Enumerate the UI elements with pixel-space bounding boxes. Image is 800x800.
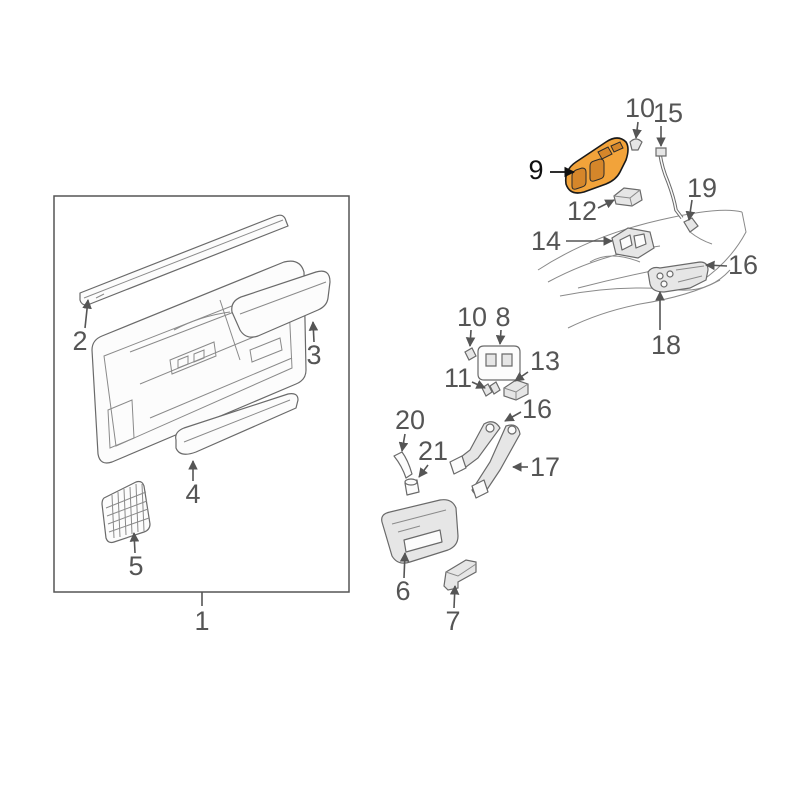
- callout-21: 21: [418, 436, 448, 478]
- callout-8: 8: [495, 302, 511, 345]
- callout-9-highlighted: 9: [528, 155, 576, 185]
- part-lever-assembly: [647, 261, 709, 293]
- callout-label: 4: [185, 479, 200, 509]
- callout-4: 4: [185, 460, 201, 509]
- part-clip: [464, 347, 477, 361]
- callout-1: 1: [194, 592, 210, 636]
- leader-line: [129, 532, 140, 554]
- callout-20: 20: [395, 405, 425, 452]
- callout-label: 16: [522, 394, 552, 424]
- part-switch-panel: [477, 345, 521, 381]
- callout-5: 5: [128, 532, 144, 581]
- leader-line: [597, 199, 615, 209]
- part-clip-top: [629, 138, 643, 151]
- callout-18: 18: [651, 291, 681, 360]
- callout-label: 2: [72, 326, 87, 356]
- leader-line: [685, 199, 696, 221]
- callout-16-middle: 16: [504, 394, 552, 424]
- callout-label: 16: [728, 250, 758, 280]
- callout-label: 5: [128, 551, 143, 581]
- callout-label: 21: [418, 436, 448, 466]
- part-small-cover: [613, 187, 643, 207]
- leader-line: [514, 371, 529, 382]
- part-hose: [393, 451, 413, 479]
- part-speaker-grille: [101, 480, 151, 544]
- part-small-switches: [481, 381, 501, 397]
- callout-label: 3: [306, 340, 321, 370]
- callout-label: 1: [194, 606, 209, 636]
- leader-line: [471, 380, 486, 389]
- callout-label: 20: [395, 405, 425, 435]
- callout-14: 14: [531, 226, 613, 256]
- callout-10-top: 10: [625, 93, 655, 139]
- callout-label: 15: [653, 98, 683, 128]
- part-connector: [683, 217, 713, 245]
- leader-line: [308, 321, 319, 343]
- callout-label: 9: [528, 155, 543, 185]
- leader-line: [82, 299, 92, 329]
- leader-line: [495, 329, 506, 345]
- callout-6: 6: [395, 552, 411, 606]
- callout-15: 15: [653, 98, 683, 147]
- callout-label: 11: [444, 363, 472, 393]
- leader-line: [705, 260, 728, 271]
- callout-label: 7: [445, 606, 460, 636]
- leader-line: [418, 464, 429, 478]
- part-cable: [655, 147, 684, 220]
- part-window-switch-highlighted: [564, 137, 629, 194]
- leader-line: [465, 329, 476, 347]
- door-interior-outline: [537, 209, 747, 329]
- callout-label: 10: [457, 302, 487, 332]
- callout-label: 13: [530, 346, 560, 376]
- part-lever-left: [449, 421, 501, 475]
- leader-line: [504, 411, 522, 422]
- callout-label: 12: [567, 196, 597, 226]
- callout-16-right: 16: [705, 250, 758, 280]
- part-weatherstrip: [79, 214, 289, 306]
- callout-label: 19: [687, 173, 717, 203]
- part-pull-handle: [175, 393, 299, 455]
- callout-12: 12: [567, 196, 615, 226]
- callout-11: 11: [444, 363, 486, 393]
- callout-7: 7: [445, 585, 461, 636]
- callout-label: 18: [651, 330, 681, 360]
- callout-label: 17: [530, 452, 560, 482]
- part-socket: [404, 478, 420, 496]
- callout-label: 8: [495, 302, 510, 332]
- part-lever-right: [471, 424, 521, 499]
- part-bracket: [443, 559, 477, 591]
- callout-13: 13: [514, 346, 560, 382]
- callout-10-middle: 10: [457, 302, 487, 347]
- callout-19: 19: [685, 173, 717, 221]
- callout-label: 10: [625, 93, 655, 123]
- leader-line: [449, 585, 460, 609]
- callout-17: 17: [512, 452, 560, 482]
- callout-label: 14: [531, 226, 561, 256]
- leader-line: [632, 121, 642, 139]
- callout-3: 3: [306, 321, 322, 370]
- leader-line: [399, 552, 410, 579]
- callout-2: 2: [72, 299, 92, 356]
- leader-line: [398, 433, 409, 452]
- part-armrest-pad: [231, 270, 331, 338]
- callout-label: 6: [395, 576, 410, 606]
- part-switch-housing: [381, 499, 459, 564]
- part-switch-unit: [611, 227, 655, 259]
